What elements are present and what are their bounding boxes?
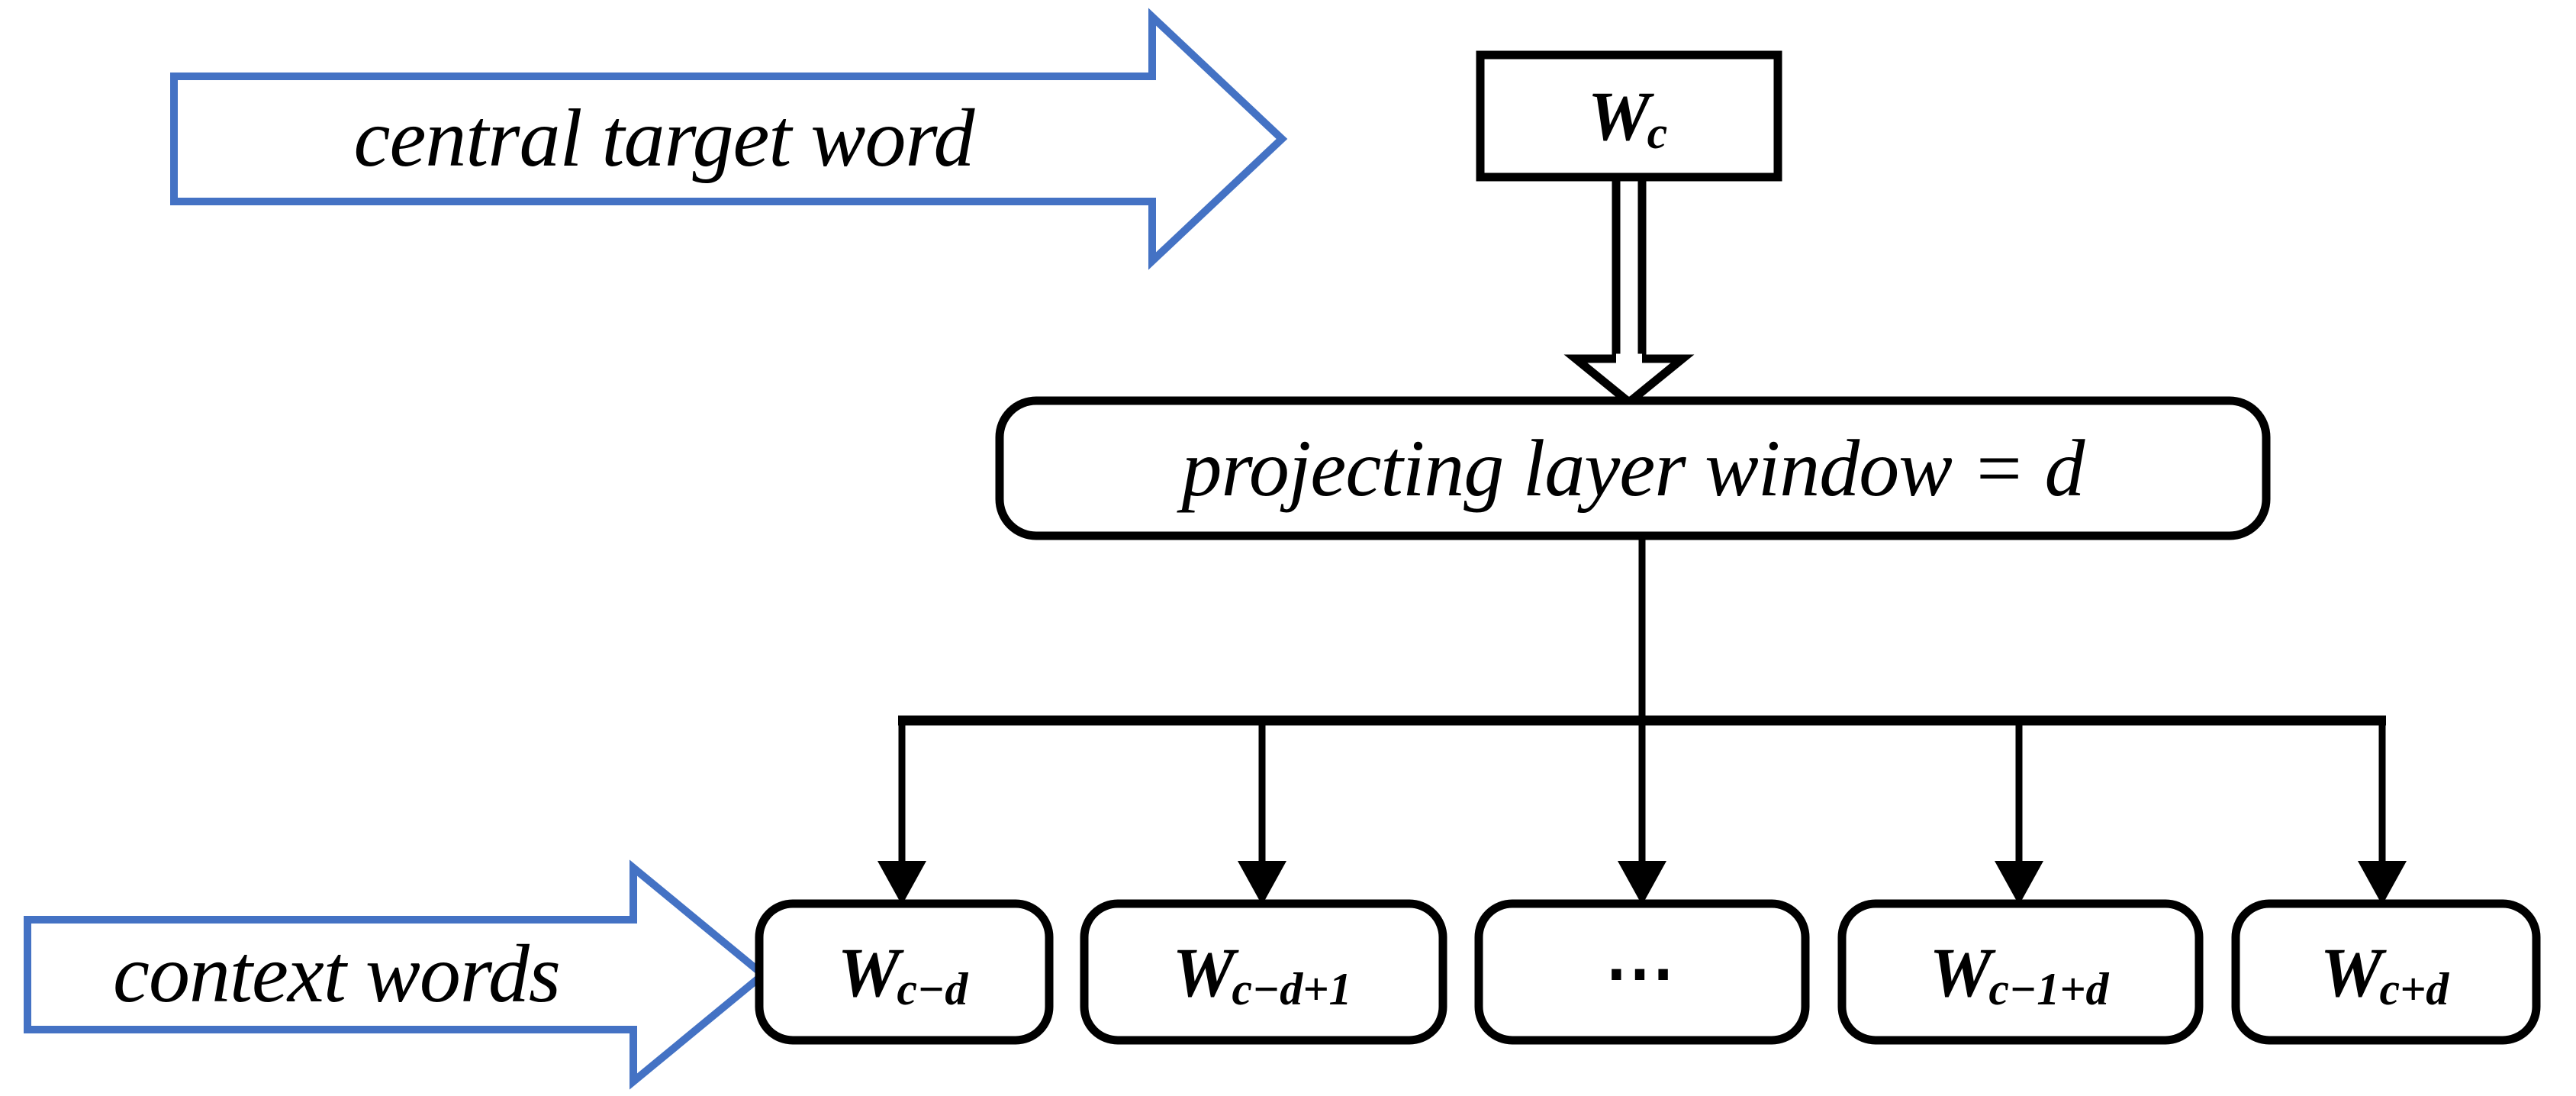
context-word-box-2[interactable] <box>1080 899 1447 1045</box>
context-word-base-5: W <box>2320 933 2383 1011</box>
branch-arrows <box>877 720 2407 905</box>
context-word-subscript-5: c+d <box>2379 963 2449 1014</box>
context-word-token-3: ⋯ <box>1479 904 1805 1040</box>
branch-arrowhead-2 <box>1238 861 1286 905</box>
branch-arrowhead-5 <box>2358 861 2407 905</box>
context-word-base-1: W <box>837 933 900 1011</box>
projecting-layer-label: projecting layer window = d <box>1181 423 2085 513</box>
branch-arrowhead-1 <box>877 861 926 905</box>
branch-arrowhead-4 <box>1995 861 2043 905</box>
context-word-ellipsis: ⋯ <box>1605 933 1679 1011</box>
projecting-layer-box[interactable] <box>995 396 2271 540</box>
context-word-box-5[interactable] <box>2231 899 2541 1045</box>
context-word-base-2: W <box>1172 933 1235 1011</box>
context-words-banner[interactable] <box>24 859 769 1090</box>
center-word-box[interactable] <box>1476 50 1782 182</box>
center-word-base: W <box>1587 77 1650 155</box>
context-word-subscript-2: c−d+1 <box>1232 963 1352 1014</box>
context-word-box-4[interactable] <box>1837 899 2204 1045</box>
context-word-box-1[interactable] <box>755 899 1054 1045</box>
branch-arrowhead-3 <box>1618 861 1666 905</box>
context-word-subscript-1: c−d <box>897 963 968 1014</box>
context-word-base-4: W <box>1929 933 1992 1011</box>
context-word-box-3[interactable] <box>1474 899 1810 1045</box>
central-target-word-label: central target word <box>353 93 975 184</box>
context-word-subscript-4: c−1+d <box>1988 963 2109 1014</box>
central-target-word-banner[interactable] <box>170 8 1288 270</box>
center-word-subscript: c <box>1647 108 1668 158</box>
center-to-projection-arrow <box>1563 177 1695 408</box>
context-words-label: context words <box>113 929 561 1020</box>
